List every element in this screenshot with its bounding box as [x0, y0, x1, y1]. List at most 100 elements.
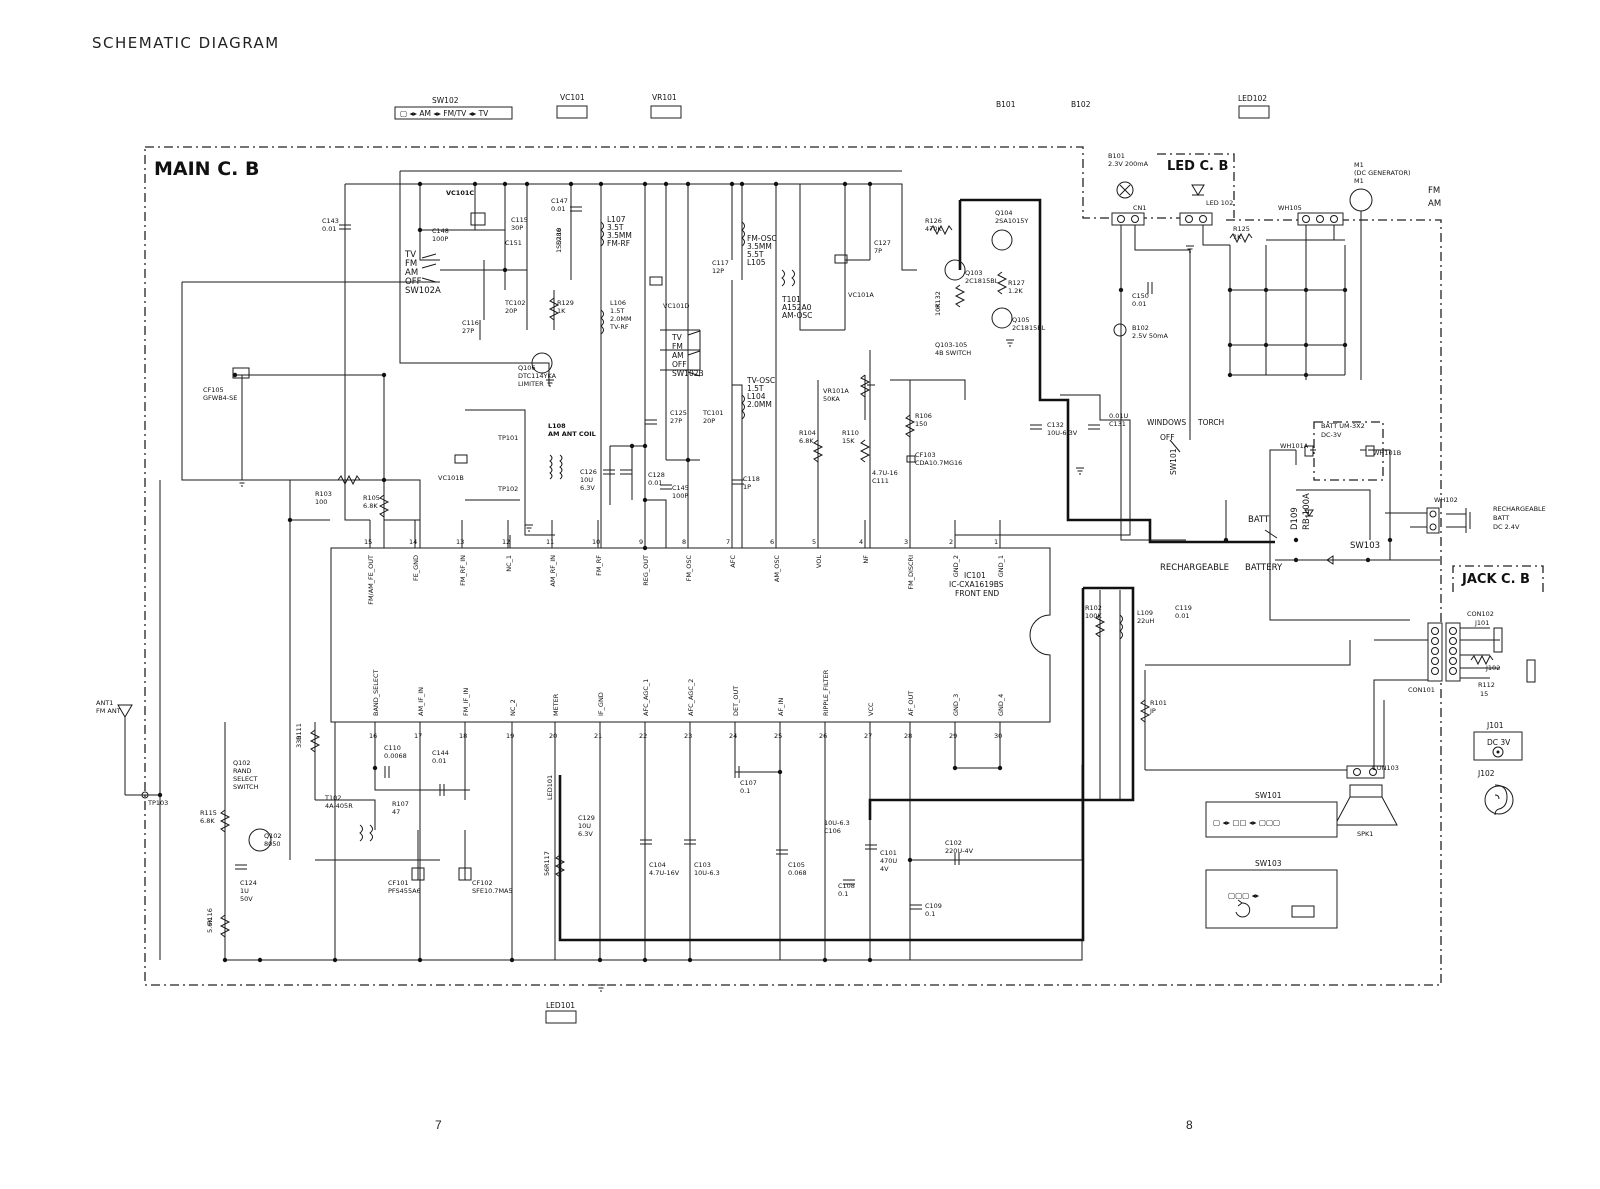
r115-label: R115: [200, 809, 217, 817]
j102_lbl-label: J102: [1477, 769, 1495, 778]
c119-label: C119: [1175, 604, 1192, 612]
antenna-symbol: [117, 704, 133, 795]
c104-label: 4.7U-16V: [649, 869, 680, 877]
junction-dot: [472, 181, 478, 187]
c129-label: C129: [578, 814, 595, 822]
c101-label: 4V: [880, 865, 889, 873]
c129-label: 6.3V: [578, 830, 593, 838]
c124-label: 1U: [240, 887, 249, 895]
ic-top-pin-number: 15: [364, 538, 372, 546]
r106-symbol: [904, 414, 916, 438]
batt-label: D109: [1290, 507, 1300, 530]
ic-top-pin-number: 8: [682, 538, 686, 546]
cf102-label: SFE10.7MA5: [472, 887, 513, 895]
batt-um-terminals: [1310, 447, 1366, 453]
sw102b-wires: [660, 329, 701, 371]
led-cb-connector: [1179, 212, 1213, 226]
junction-dot: [417, 181, 423, 187]
l108-wires: [465, 409, 555, 548]
led102c-label: LED 102: [1206, 199, 1233, 207]
c105-label: 0.068: [788, 869, 807, 877]
vcc-af-wires: [824, 722, 1001, 960]
c110-label: 0.0068: [384, 752, 407, 760]
r111-label: R111: [295, 723, 303, 740]
junction-dot: [417, 957, 423, 963]
ic-top-pin-number: 13: [456, 538, 464, 546]
d109-symbol: [1304, 509, 1314, 517]
wh105-label: WH105: [1278, 204, 1302, 212]
j101-jack-symbol: [1493, 627, 1503, 653]
ic-top-pin-number: 4: [859, 538, 863, 546]
vr101-label: VR101: [652, 93, 677, 102]
r117-label: 56: [543, 868, 551, 876]
con101-pin: [1431, 657, 1439, 665]
l105-label: FM-OSC: [747, 234, 777, 243]
c107-label: 0.1: [740, 787, 750, 795]
c144-label: 0.01: [432, 757, 446, 765]
ic-top-pin-name: GND_1: [997, 555, 1005, 577]
cn1-pin-2: [1131, 215, 1139, 223]
r110-label: 15K: [842, 437, 855, 445]
ic101-body: IC101 IC-CXA1619BS FRONT END: [330, 547, 1051, 723]
junction-dot: [867, 957, 873, 963]
ic-bottom-pin-number: 23: [684, 732, 692, 740]
tc102-label: 20P: [505, 307, 517, 315]
b101-label: 2.3V 200mA: [1108, 160, 1149, 168]
r107-label: R107: [392, 800, 409, 808]
l104-label: TV-OSC: [746, 376, 775, 385]
ic-top-pin-number: 11: [546, 538, 554, 546]
windows-label: TORCH: [1197, 418, 1224, 427]
gnd-return-wire: [954, 394, 1131, 548]
b101-lamp-symbol: [1116, 181, 1134, 199]
tp103-label: TP103: [147, 799, 168, 807]
q105-label: 2C1815BL: [1012, 324, 1046, 332]
q102b-label: Q102: [264, 832, 282, 840]
b102-lamp-symbol: [1113, 323, 1127, 337]
batt_um-label: BATT UM-3X2: [1321, 422, 1365, 430]
vr101-legend-box: [650, 105, 682, 119]
c106-label: 10U-6.3: [824, 819, 850, 827]
bridge-rectifier-grid: [1229, 245, 1346, 376]
speaker-wires: [1145, 640, 1351, 771]
c132-label: C132: [1047, 421, 1064, 429]
ic101-top-pins: 15FM/AM_FE_OUT14FE_GND13FM_RF_IN12NC_111…: [364, 520, 1005, 605]
power-trace-lower: [558, 586, 1135, 942]
l104-label: 1.5T: [747, 384, 764, 393]
c102-symbol: [954, 853, 960, 865]
c110-c144-symbols: [384, 766, 445, 796]
ic-bottom-pin-number: 28: [904, 732, 912, 740]
sw103-legend-title: SW103: [1255, 859, 1282, 868]
sw102b-label: TV: [671, 333, 683, 342]
c115-label: 30P: [511, 224, 523, 232]
sw101-legend-box: [1205, 801, 1338, 838]
junction-dot: [257, 957, 263, 963]
c105-c109-c108-symbols: [776, 849, 922, 910]
ic-bottom-pin-number: 17: [414, 732, 422, 740]
ic-bottom-pin-number: 22: [639, 732, 647, 740]
speaker-symbol: [1334, 784, 1398, 826]
led-board-outline: [1157, 153, 1235, 218]
junction-dot: [502, 181, 508, 187]
r116-label: R116: [206, 908, 214, 925]
c127-label: 7P: [874, 247, 882, 255]
cn1-connector: [1111, 212, 1145, 226]
sw102b-label: SW102B: [672, 369, 704, 378]
ic-bottom-pin-number: 20: [549, 732, 557, 740]
fm-osc-wires: [731, 184, 743, 548]
l106-label: L106: [610, 299, 626, 307]
jack-board-title: JACK C. B: [1461, 572, 1530, 587]
b102-label: 2.5V 50mA: [1132, 332, 1168, 340]
junction-dot: [381, 372, 387, 378]
r117-symbol: [554, 854, 566, 878]
cf101-symbol: [411, 867, 425, 881]
j102-legend-circle: [1484, 785, 1514, 815]
d110-label: 1SS286: [555, 228, 563, 253]
c105-label: C105: [788, 861, 805, 869]
c110-label: C110: [384, 744, 401, 752]
vol-nf-wires: [817, 350, 871, 548]
t102-label: T102: [324, 794, 341, 802]
led101c-label: LED101: [546, 775, 554, 800]
b101-lamp-cross: [1119, 184, 1131, 196]
cf102-label: CF102: [472, 879, 493, 887]
